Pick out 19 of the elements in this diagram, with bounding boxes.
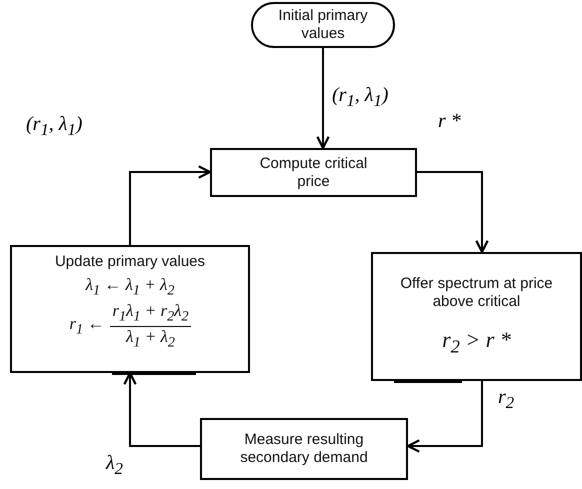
formula-denominator: λ$_{1}$ + λ$_{2}$: [126, 326, 175, 352]
formula: r$_{1}$ ←: [69, 314, 104, 338]
box-text: Initial primary values: [277, 7, 369, 43]
formula-numerator: r$_{1}$λ$_{1}$ + r$_{2}$λ$_{2}$: [110, 301, 191, 327]
formula: r$_{2}$ > r *: [442, 326, 511, 358]
arrow: [406, 381, 483, 453]
start-terminal: [251, 2, 395, 48]
process-box: [210, 148, 417, 197]
box-heading: Update primary values: [54, 253, 206, 271]
process-box: [10, 245, 250, 373]
process-box: [371, 252, 582, 381]
box-text: Measure resulting secondary demand: [239, 431, 369, 467]
arrow: [316, 48, 330, 150]
formula: λ$_{1}$ ← λ$_{1}$ + λ$_{2}$: [86, 275, 174, 300]
arrow: [417, 171, 489, 254]
box-text: Compute critical price: [258, 154, 368, 190]
process-box: [200, 418, 408, 480]
arrow: [129, 165, 212, 245]
box-text: Offer spectrum at price above critical: [399, 274, 554, 311]
